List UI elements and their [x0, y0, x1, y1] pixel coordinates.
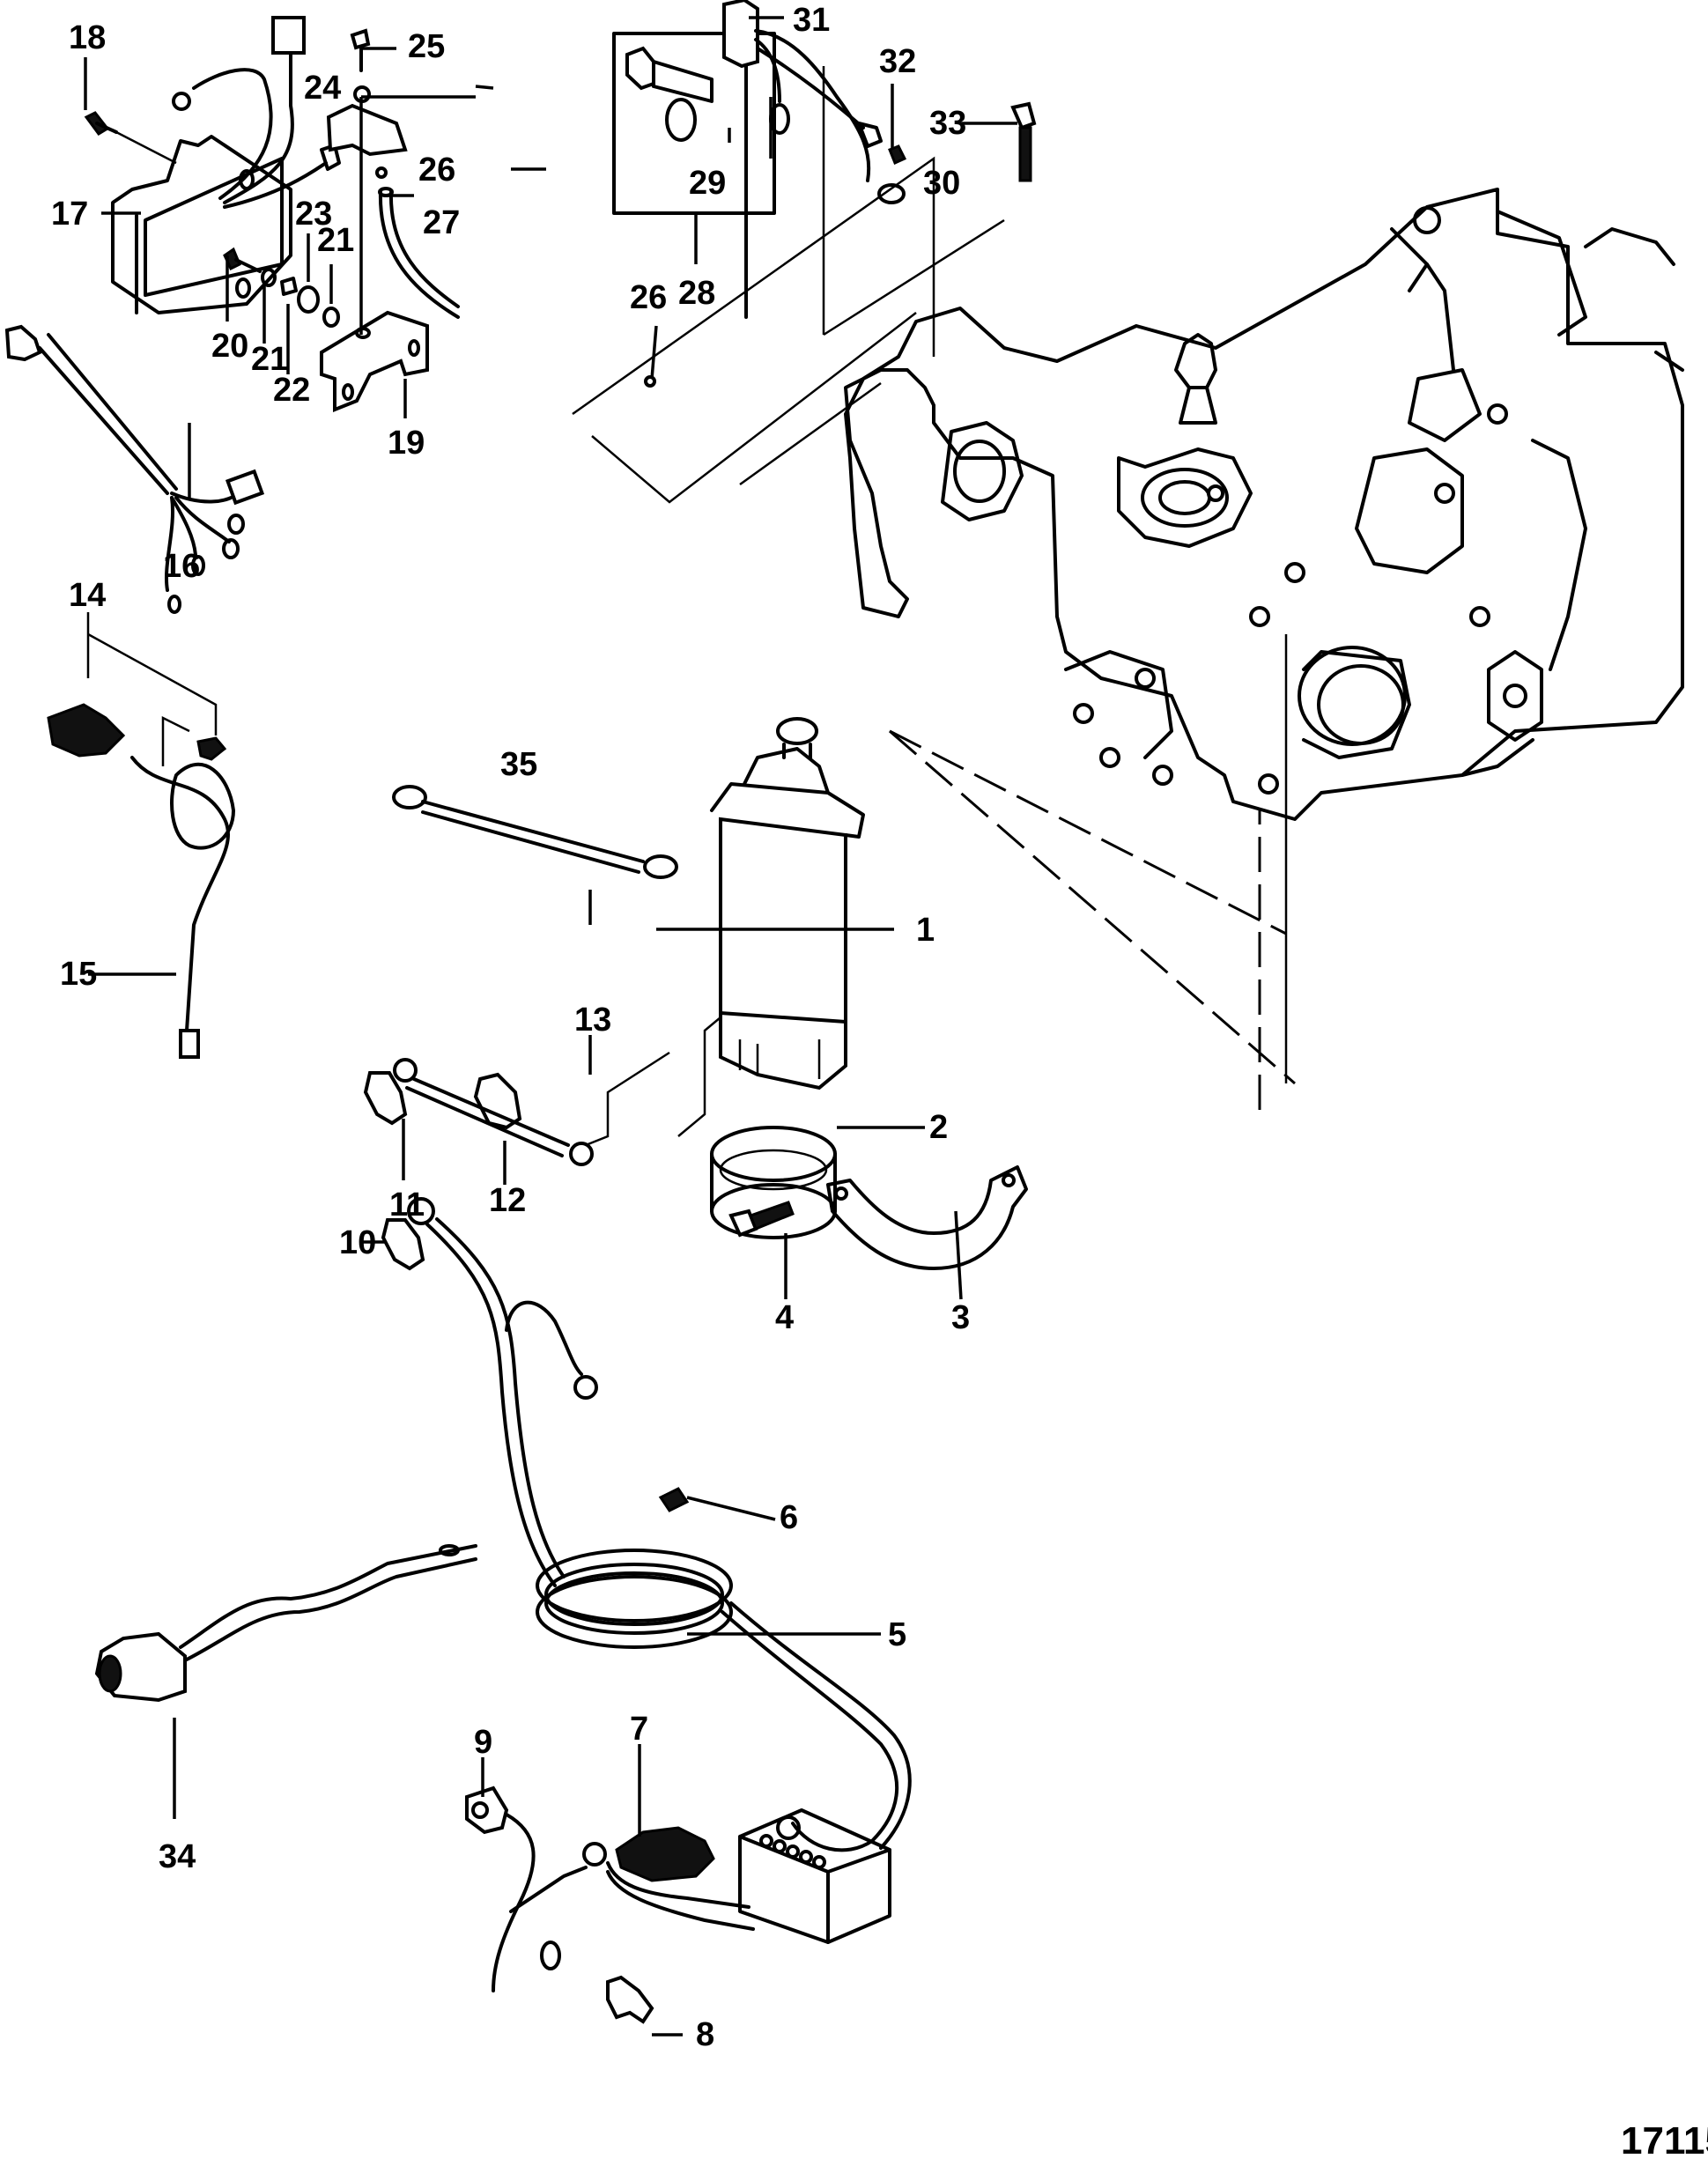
- part-9-sensor: [465, 1785, 588, 1992]
- callout-24: 24: [304, 70, 341, 107]
- callout-18: 18: [69, 19, 106, 56]
- part-10-boot: [381, 1218, 425, 1271]
- callout-10: 10: [339, 1224, 376, 1261]
- part-26-clip-lower: [644, 375, 656, 388]
- part-20-23-hardware: [223, 247, 340, 328]
- part-30-31-harness: [722, 0, 906, 319]
- callout-3: 3: [951, 1299, 970, 1336]
- part-33-bolt: [1010, 101, 1037, 182]
- battery: [738, 1808, 891, 1944]
- part-1-starter-motor: [710, 717, 865, 1090]
- callout-17: 17: [51, 196, 88, 233]
- callout-4: 4: [775, 1299, 794, 1336]
- callout-5: 5: [888, 1616, 906, 1653]
- callout-35: 35: [500, 746, 537, 783]
- callout-21b: 21: [317, 222, 354, 259]
- callout-14: 14: [69, 577, 106, 614]
- callout-21a: 21: [251, 341, 288, 378]
- part-16-harness: [4, 324, 265, 614]
- callout-22: 22: [273, 372, 310, 409]
- part-19-bracket: [320, 310, 429, 412]
- callout-2: 2: [929, 1109, 948, 1146]
- callout-11: 11: [389, 1186, 425, 1223]
- callout-34: 34: [159, 1838, 196, 1875]
- part-27-hose: [378, 187, 460, 319]
- callout-27: 27: [423, 204, 460, 241]
- part-28-kit-box: [612, 32, 776, 215]
- part-11-boot: [363, 1071, 408, 1126]
- callout-labels: 1 2 3 4 5 6 7 8 9 10 11 12 13 14 15 16 1…: [51, 2, 1708, 2162]
- part-15-lead: [130, 756, 235, 1059]
- callout-25: 25: [408, 28, 445, 65]
- part-3-clamp: [826, 1165, 1028, 1270]
- callout-31: 31: [793, 2, 830, 39]
- figure-number: 17115: [1621, 2119, 1708, 2162]
- part-26-clip-upper: [375, 166, 388, 179]
- callout-12: 12: [489, 1182, 526, 1219]
- part-18-screw: [84, 111, 177, 165]
- callout-20: 20: [211, 328, 248, 365]
- leader-lines: [84, 16, 1017, 2037]
- callout-30: 30: [923, 165, 960, 202]
- callout-16: 16: [163, 548, 200, 585]
- mounting-lines: [572, 66, 1296, 1137]
- part-8-clip: [606, 1975, 654, 2024]
- engine-block: [844, 188, 1684, 821]
- callout-23: 23: [295, 196, 332, 233]
- callout-26a: 26: [418, 152, 455, 189]
- callout-33: 33: [929, 105, 966, 142]
- part-32-screw: [888, 144, 907, 166]
- callout-9: 9: [474, 1724, 492, 1761]
- callout-28: 28: [678, 275, 715, 312]
- part-14-switch: [47, 612, 227, 766]
- callout-8: 8: [696, 2016, 714, 2053]
- callout-15: 15: [60, 956, 97, 993]
- part-4-bolt: [728, 1201, 795, 1238]
- part-12-lead: [393, 1051, 670, 1166]
- part-34-switch: [94, 1544, 477, 1703]
- part-35-cable: [392, 785, 678, 879]
- callout-7: 7: [630, 1711, 648, 1748]
- part-6-screw: [658, 1487, 690, 1512]
- part-5-battery-cable: [407, 1197, 912, 1852]
- callout-26b: 26: [630, 279, 667, 316]
- callout-13: 13: [574, 1002, 611, 1039]
- part-17-harness: [172, 16, 341, 209]
- callout-29: 29: [689, 165, 726, 202]
- part-2-ring: [710, 1126, 837, 1239]
- callout-19: 19: [388, 425, 425, 462]
- part-7-switch: [582, 1826, 755, 1931]
- callout-6: 6: [780, 1499, 798, 1536]
- callout-1: 1: [916, 912, 935, 949]
- callout-32: 32: [879, 43, 916, 80]
